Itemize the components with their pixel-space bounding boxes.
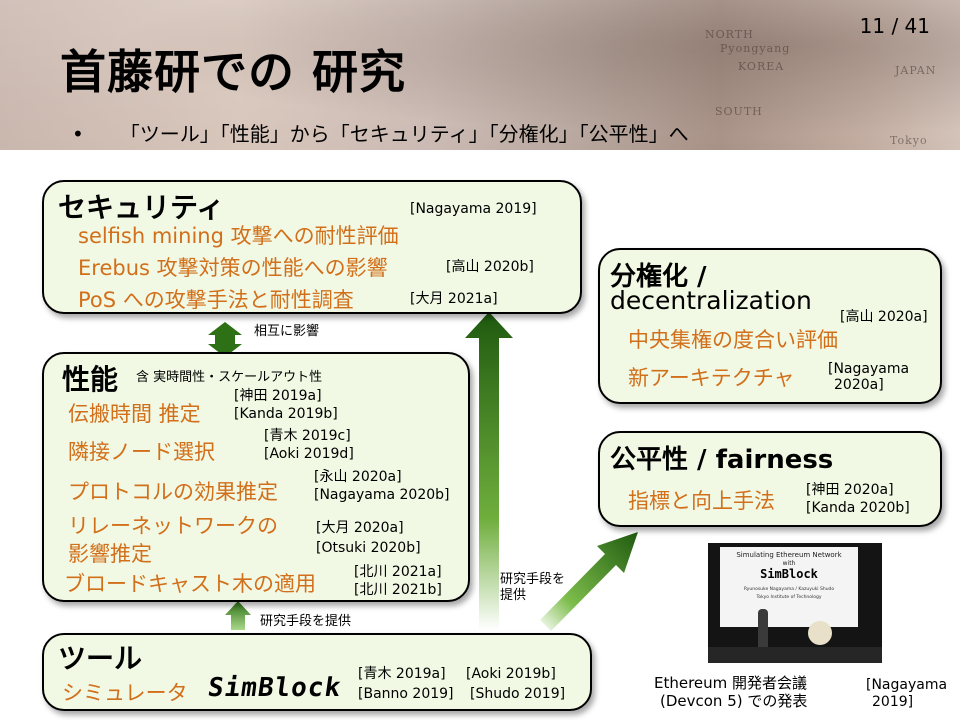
performance-item-ref: [Kanda 2019b] xyxy=(234,406,338,422)
stage-floor xyxy=(708,647,882,663)
fairness-box: 公平性 / fairness 指標と向上手法 [神田 2020a] [Kanda… xyxy=(598,431,942,527)
performance-item-cont: 影響推定 xyxy=(68,542,152,566)
up-arrow-to-security xyxy=(465,312,513,630)
tool-provides-label-right-1: 研究手段を xyxy=(500,572,566,587)
security-ref: [Nagayama 2019] xyxy=(410,201,537,217)
screen-with: with xyxy=(782,560,796,567)
mutual-influence-label: 相互に影響 xyxy=(254,324,320,339)
performance-item-ref: [神田 2019a] xyxy=(234,388,322,404)
security-box: セキュリティ [Nagayama 2019] selfish mining 攻撃… xyxy=(42,180,582,314)
screen-logo: SimBlock xyxy=(760,567,818,581)
performance-item-ref: [北川 2021b] xyxy=(354,582,442,598)
screen-affiliation: Tokyo Institute of Technology xyxy=(756,595,822,600)
map-label: JAPAN xyxy=(895,64,937,77)
fairness-ref: [Kanda 2020b] xyxy=(806,500,910,516)
tools-ref: [青木 2019a] xyxy=(358,666,446,682)
mutual-influence-arrow xyxy=(208,322,242,357)
performance-title: 性能 xyxy=(62,363,119,396)
decentralization-item: 新アーキテクチャ xyxy=(628,366,795,390)
performance-item: プロトコルの効果推定 xyxy=(68,480,278,504)
presentation-screen: Simulating Ethereum Network with SimBloc… xyxy=(720,547,858,627)
stage-sign xyxy=(808,621,832,645)
photo-ref: 2019] xyxy=(872,694,914,710)
decentralization-item-ref: 2020a] xyxy=(834,377,884,393)
simblock-logo: SimBlock xyxy=(205,673,344,703)
security-item: selfish mining 攻撃への耐性評価 xyxy=(78,224,399,248)
security-title: セキュリティ xyxy=(58,191,225,224)
performance-subtitle: 含 実時間性・スケールアウト性 xyxy=(136,370,323,385)
security-item: Erebus 攻撃対策の性能への影響 xyxy=(78,256,388,280)
map-label: Tokyo xyxy=(890,134,928,147)
bullet-dot-icon: • xyxy=(72,122,84,146)
tools-item: シミュレータ xyxy=(62,681,188,705)
performance-item-ref: [Aoki 2019d] xyxy=(264,446,354,462)
slide-title: 首藤研での 研究 xyxy=(60,45,407,99)
bullet-text: 「ツール」「性能」から「セキュリティ」「分権化」「公平性」へ xyxy=(119,122,689,146)
performance-item: リレーネットワークの xyxy=(68,514,278,538)
diagonal-arrow-to-fairness xyxy=(540,532,638,631)
performance-item: ブロードキャスト木の適用 xyxy=(64,572,316,596)
bullet-item: • 「ツール」「性能」から「セキュリティ」「分権化」「公平性」へ xyxy=(72,118,689,147)
fairness-item: 指標と向上手法 xyxy=(628,489,775,513)
page-number: 11 / 41 xyxy=(859,14,930,38)
devcon-photo: Simulating Ethereum Network with SimBloc… xyxy=(708,543,882,663)
speaker-figure xyxy=(758,609,768,649)
map-label: Pyongyang xyxy=(720,42,791,55)
screen-title: Simulating Ethereum Network xyxy=(736,551,842,559)
map-label: NORTH xyxy=(705,28,754,41)
decentralization-title-en: decentralization xyxy=(610,286,812,315)
performance-box: 性能 含 実時間性・スケールアウト性 伝搬時間 推定 [神田 2019a] [K… xyxy=(42,352,470,602)
tools-box: ツール シミュレータ SimBlock [青木 2019a] [Aoki 201… xyxy=(42,633,592,711)
security-item-ref: [大月 2021a] xyxy=(410,291,498,307)
decentralization-title: 分権化 / xyxy=(610,262,707,292)
map-label: SOUTH xyxy=(715,105,763,118)
performance-item-ref: [Otsuki 2020b] xyxy=(316,540,421,556)
up-arrow-to-performance xyxy=(225,601,251,630)
performance-item-ref: [大月 2020a] xyxy=(316,520,404,536)
photo-caption: (Devcon 5) での発表 xyxy=(660,692,808,710)
performance-item: 伝搬時間 推定 xyxy=(68,402,201,426)
header-shade xyxy=(0,0,960,150)
map-label: KOREA xyxy=(738,60,785,73)
fairness-title: 公平性 / fairness xyxy=(610,445,834,475)
decentralization-ref: [高山 2020a] xyxy=(840,309,928,325)
performance-item-ref: [永山 2020a] xyxy=(314,469,402,485)
fairness-ref: [神田 2020a] xyxy=(806,482,894,498)
screen-names: Ryunosuke Nagayama / Kazuyuki Shudo xyxy=(743,587,835,592)
performance-item-ref: [Nagayama 2020b] xyxy=(314,487,450,503)
tools-title: ツール xyxy=(58,642,143,675)
security-item: PoS への攻撃手法と耐性調査 xyxy=(78,288,354,312)
header-background: NORTH Pyongyang KOREA JAPAN SOUTH Tokyo xyxy=(0,0,960,150)
tools-ref: [Shudo 2019] xyxy=(470,686,566,702)
tool-provides-label-right-2: 提供 xyxy=(500,588,527,603)
performance-item-ref: [北川 2021a] xyxy=(354,564,442,580)
decentralization-box: 分権化 / decentralization [高山 2020a] 中央集権の度… xyxy=(598,248,942,404)
decentralization-item: 中央集権の度合い評価 xyxy=(628,328,838,352)
photo-ref: [Nagayama xyxy=(866,677,948,693)
tools-ref: [Aoki 2019b] xyxy=(466,666,556,682)
tools-ref: [Banno 2019] xyxy=(358,686,454,702)
decentralization-item-ref: [Nagayama xyxy=(828,361,910,377)
performance-item-ref: [青木 2019c] xyxy=(264,428,351,444)
tool-provides-label-left: 研究手段を提供 xyxy=(260,614,352,629)
security-item-ref: [高山 2020b] xyxy=(446,259,534,275)
performance-item: 隣接ノード選択 xyxy=(68,440,215,464)
photo-caption: Ethereum 開発者会議 xyxy=(654,674,808,692)
